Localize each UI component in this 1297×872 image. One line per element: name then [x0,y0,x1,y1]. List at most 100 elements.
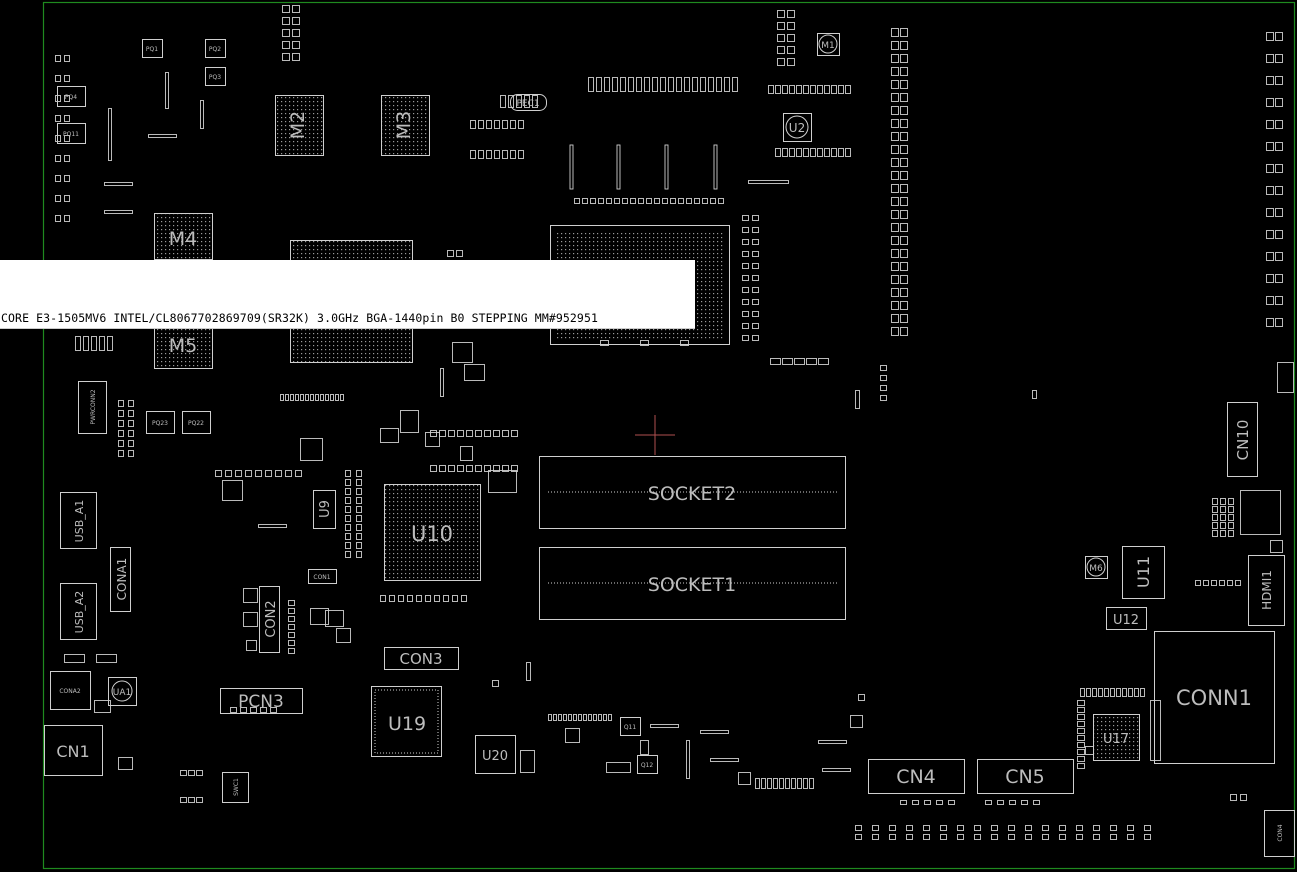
connector-cn5[interactable]: CN5 [977,759,1074,794]
smd-pad [55,55,61,62]
smd-pad [991,825,998,831]
smd-pad [1275,296,1283,305]
smd-pad [612,77,618,92]
chip-m5[interactable]: M5 [154,328,213,369]
chip-ua1[interactable]: UA1 [108,677,137,706]
socket1[interactable]: SOCKET1 [539,547,846,620]
chip-u10[interactable]: U10 [384,484,481,581]
smd-pad [732,77,738,92]
chip-m4[interactable]: M4 [154,213,213,260]
m5-label: M5 [169,335,197,357]
smd-pad [752,215,759,221]
chip-m2[interactable]: M2 [275,95,324,156]
chip-u19[interactable]: U19 [371,686,442,757]
smd-pad [991,834,998,840]
smd-pad [188,770,195,776]
chip-m6[interactable]: M6 [1085,556,1108,579]
smd-pad [738,772,751,785]
smd-pad [235,470,242,477]
connector-hdmi1[interactable]: HDMI1 [1248,555,1285,626]
smd-pad [516,95,522,108]
socket2[interactable]: SOCKET2 [539,456,846,529]
smd-pad [1275,252,1283,261]
connector-con2[interactable]: CON2 [259,586,280,653]
smd-pad [356,551,362,558]
smd-pad [891,197,899,206]
swc1-label: SWC1 [233,778,240,796]
part-swc1[interactable]: SWC1 [222,772,249,803]
smd-pad [752,227,759,233]
chip-u20[interactable]: U20 [475,735,516,774]
chip-pec1[interactable]: PEC1 [510,94,547,111]
smd-pad [55,215,61,222]
smd-pad [484,465,491,472]
connector-usb-a2[interactable]: USB_A2 [60,583,97,640]
smd-pad [574,198,580,204]
usb-a1-label: USB_A1 [73,500,86,543]
connector-con4[interactable]: CON4 [1264,810,1295,857]
chip-u12[interactable]: U12 [1106,607,1147,630]
smd-pad [817,148,823,157]
connector-cn4[interactable]: CN4 [868,759,965,794]
smd-pad [716,77,722,92]
smd-pad [1228,514,1234,521]
part-q12[interactable]: Q12 [637,755,658,774]
ua1-label: UA1 [113,688,131,698]
smd-pad [99,336,105,351]
connector-con1[interactable]: CON1 [308,569,337,584]
part-pq22[interactable]: PQ22 [182,411,211,434]
part-pq3[interactable]: PQ3 [205,67,226,86]
smd-pad [775,85,781,94]
smd-pad [1211,580,1217,586]
smd-pad [1219,580,1225,586]
smd-pad [1025,834,1032,840]
part-pq4[interactable]: PQ4 [57,86,86,107]
smd-pad [128,450,134,457]
smd-pad [670,198,676,204]
smd-pad [345,497,351,504]
smd-pad [356,533,362,540]
connector-cona1[interactable]: CONA1 [110,547,131,612]
smd-pad [796,85,802,94]
connector-cona2[interactable]: CONA2 [50,671,91,710]
connector-cn10[interactable]: CN10 [1227,402,1258,477]
chip-u17[interactable]: U17 [1093,714,1140,761]
smd-pad [1086,688,1091,697]
smd-pad [742,239,749,245]
connector-usb-a1[interactable]: USB_A1 [60,492,97,549]
chip-m3[interactable]: M3 [381,95,430,156]
smd-pad [891,158,899,167]
smd-pad [1240,490,1281,535]
part-pq23[interactable]: PQ23 [146,411,175,434]
smd-pad [478,120,484,129]
smd-pad [510,120,516,129]
smd-pad [118,450,124,457]
smd-pad [1266,120,1274,129]
chip-m1[interactable]: M1 [817,33,840,56]
smd-pad [803,778,808,789]
smd-pad [782,85,788,94]
part-q11[interactable]: Q11 [620,717,641,736]
connector-cn1[interactable]: CN1 [44,725,103,776]
smd-pad [940,825,947,831]
smd-pad [785,778,790,789]
chip-u11[interactable]: U11 [1122,546,1165,599]
smd-pad [222,480,243,501]
chip-u2[interactable]: U2 [783,113,812,142]
connector-pcn3[interactable]: PCN3 [220,688,303,714]
part-pq1[interactable]: PQ1 [142,39,163,58]
smd-pad [488,470,517,493]
smd-pad [1212,530,1218,537]
smd-pad [752,335,759,341]
connector-conn1[interactable]: CONN1 [1154,631,1275,764]
smd-pad [1275,186,1283,195]
connector-pwrconn2[interactable]: PWRCONN2 [78,381,107,434]
smd-pad [1275,98,1283,107]
connector-con3[interactable]: CON3 [384,647,459,670]
smd-pad [64,55,70,62]
part-pq2[interactable]: PQ2 [205,39,226,58]
part-pq11[interactable]: PQ11 [57,123,86,144]
chip-u9[interactable]: U9 [313,490,336,529]
smd-pad [215,470,222,477]
